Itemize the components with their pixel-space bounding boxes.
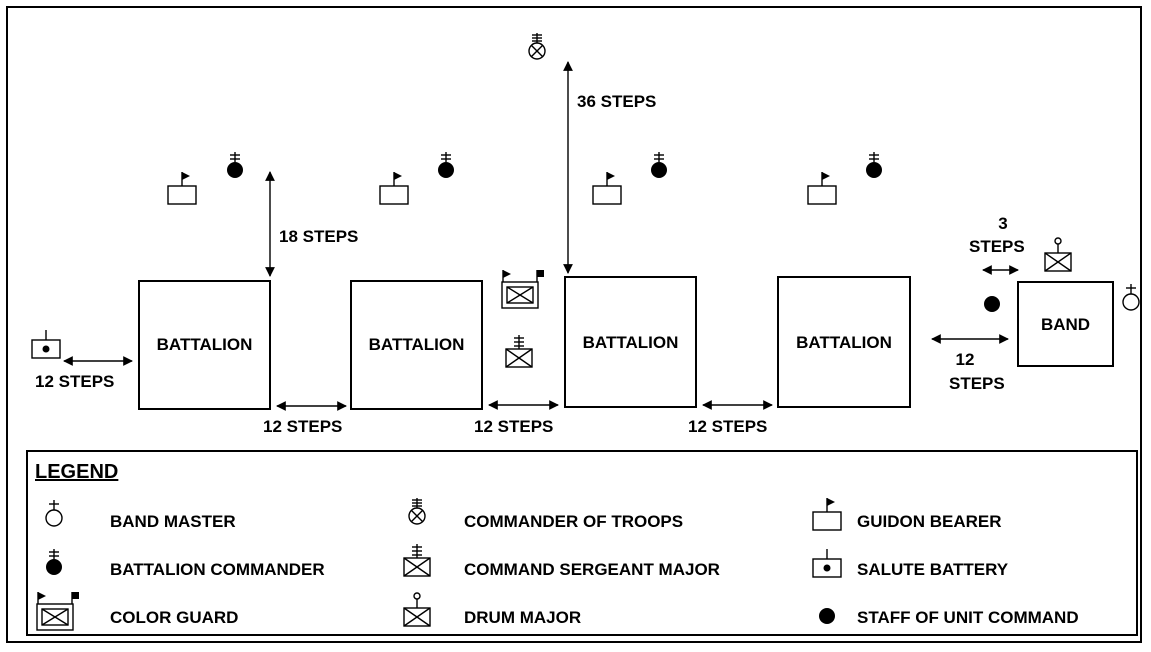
distance-drum-gap-line1: 3 [998,214,1008,233]
battalion-commander-icon [865,151,883,179]
salute-battery-icon [31,329,61,359]
legend-color-guard: COLOR GUARD [110,608,239,627]
battalion-3-box [564,276,697,408]
staff-of-unit-command-icon [819,608,835,624]
legend-command-sergeant-major: COMMAND SERGEANT MAJOR [464,560,720,579]
battalion-2-box [350,280,483,410]
commander-of-troops-icon [528,32,546,60]
battalion-3-label: BATTALION [582,333,679,352]
legend-salute-battery: SALUTE BATTERY [857,560,1009,579]
distance-commander-to-battalion: 18 STEPS [279,227,359,246]
band-box [1017,281,1114,367]
legend-title: LEGEND [35,461,119,483]
band-label: BAND [1040,315,1091,334]
guidon-bearer-icon [592,171,622,205]
color-guard-icon [501,269,545,309]
battalion-commander-icon [650,151,668,179]
guidon-bearer-icon [167,171,197,205]
guidon-bearer-icon [379,171,409,205]
legend-box [26,450,1138,636]
battalion-2-label: BATTALION [368,335,465,354]
legend-guidon-bearer: GUIDON BEARER [857,512,1002,531]
distance-gap-4-band-line2: STEPS [949,374,1005,393]
legend-commander-of-troops: COMMANDER OF TROOPS [464,512,684,531]
legend-battalion-commander: BATTALION COMMANDER [110,560,325,579]
battalion-4-label: BATTALION [796,333,892,352]
legend-band-master: BAND MASTER [110,512,236,531]
distance-gap-1-2: 12 STEPS [263,417,343,436]
drum-major-icon [1045,238,1071,271]
distance-drum-gap-line2: STEPS [969,237,1025,256]
battalion-commander-icon [437,151,455,179]
distance-gap-2-3: 12 STEPS [474,417,554,436]
distance-salute-gap: 12 STEPS [35,372,115,391]
distance-cot-to-line: 36 STEPS [577,92,657,111]
battalion-4-box [777,276,911,408]
legend-staff-of-unit-command: STAFF OF UNIT COMMAND [857,608,1079,627]
distance-gap-4-band-line1: 12 [955,350,975,369]
diagram-frame [6,6,1142,643]
distance-gap-3-4: 12 STEPS [688,417,768,436]
legend-drum-major: DRUM MAJOR [464,608,582,627]
battalion-1-box [138,280,271,410]
command-sergeant-major-icon [506,335,532,367]
guidon-bearer-icon [807,171,837,205]
battalion-1-label: BATTALION [156,335,253,354]
band-master-icon [1122,283,1140,311]
staff-of-unit-command-icon [984,296,1000,312]
battalion-commander-icon [226,151,244,179]
